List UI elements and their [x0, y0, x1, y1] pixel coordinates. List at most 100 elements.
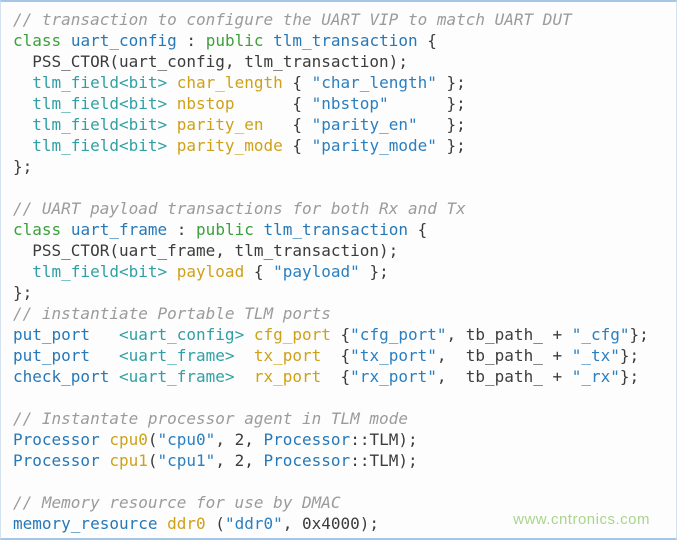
- code-token: [13, 136, 32, 155]
- code-token: class: [13, 31, 62, 50]
- code-token: {: [407, 220, 428, 239]
- code-token: tlm_field<bit>: [32, 94, 168, 113]
- code-token: "ddr0": [224, 514, 283, 533]
- code-token: tlm_field<bit>: [32, 262, 168, 281]
- code-line: memory_resource ddr0 ("ddr0", 0x4000);: [13, 513, 676, 534]
- code-token: // Memory resource for use by DMAC: [13, 493, 341, 512]
- code-token: [13, 73, 32, 92]
- code-token: char_length: [176, 73, 283, 92]
- code-token: [263, 31, 273, 50]
- code-token: {: [282, 73, 312, 92]
- code-token: "cpu0": [157, 430, 216, 449]
- code-token: {: [417, 31, 437, 50]
- code-token: uart_frame: [70, 220, 168, 239]
- code-token: };: [436, 136, 466, 155]
- code-token: {: [244, 262, 274, 281]
- code-token: , tb_path_ +: [446, 325, 572, 344]
- code-token: , 0x4000);: [282, 514, 380, 533]
- code-token: "_rx": [571, 367, 620, 386]
- code-line: [13, 387, 676, 408]
- code-token: };: [417, 115, 466, 134]
- code-token: Processor: [13, 451, 100, 470]
- code-token: "parity_mode": [311, 136, 437, 155]
- code-token: // Instantate processor agent in TLM mod…: [13, 409, 408, 428]
- code-token: {: [263, 115, 312, 134]
- code-line: // Memory resource for use by DMAC: [13, 492, 676, 513]
- code-token: [90, 325, 119, 344]
- code-line: class uart_frame : public tlm_transactio…: [13, 219, 676, 240]
- code-token: "cfg_port": [350, 325, 447, 344]
- code-line: put_port <uart_frame> tx_port {"tx_port"…: [13, 345, 676, 366]
- code-token: <uart_config>: [118, 325, 245, 344]
- code-token: memory_resource: [13, 514, 158, 533]
- code-token: PSS_CTOR(uart_config, tlm_transaction);: [13, 52, 408, 71]
- code-token: :: [167, 220, 197, 239]
- code-token: , tb_path_ +: [436, 367, 572, 386]
- code-token: Processor: [263, 430, 351, 449]
- code-token: tlm_transaction: [263, 220, 408, 239]
- code-token: check_port: [13, 367, 110, 386]
- code-token: };: [629, 325, 649, 344]
- code-token: ::TLM);: [350, 451, 418, 470]
- code-token: [61, 31, 71, 50]
- code-token: "cpu1": [157, 451, 216, 470]
- code-token: <uart_frame>: [118, 346, 235, 365]
- code-token: [90, 346, 119, 365]
- code-token: "payload": [273, 262, 360, 281]
- code-line: PSS_CTOR(uart_config, tlm_transaction);: [13, 51, 676, 72]
- code-token: [244, 325, 254, 344]
- code-token: "tx_port": [350, 346, 437, 365]
- code-line: };: [13, 282, 676, 303]
- code-token: [167, 115, 177, 134]
- code-token: {: [321, 346, 351, 365]
- code-token: };: [388, 94, 466, 113]
- code-token: [235, 367, 254, 386]
- code-token: "nbstop": [311, 94, 389, 113]
- code-token: public: [196, 220, 254, 239]
- code-line: // transaction to configure the UART VIP…: [13, 9, 676, 30]
- code-token: ::TLM);: [350, 430, 418, 449]
- code-token: public: [205, 31, 264, 50]
- code-line: class uart_config : public tlm_transacti…: [13, 30, 676, 51]
- code-token: [235, 346, 254, 365]
- code-token: tlm_field<bit>: [32, 115, 168, 134]
- code-token: parity_en: [176, 115, 264, 134]
- code-token: // transaction to configure the UART VIP…: [13, 10, 572, 29]
- code-token: cfg_port: [253, 325, 331, 344]
- code-token: parity_mode: [176, 136, 283, 155]
- code-line: tlm_field<bit> nbstop { "nbstop" };: [13, 93, 676, 114]
- code-token: [109, 367, 119, 386]
- code-token: {: [321, 367, 351, 386]
- code-line: tlm_field<bit> parity_mode { "parity_mod…: [13, 135, 676, 156]
- code-token: PSS_CTOR(uart_frame, tlm_transaction);: [13, 241, 399, 260]
- code-token: , tb_path_ +: [436, 346, 572, 365]
- code-token: (: [147, 430, 158, 449]
- code-line: check_port <uart_frame> rx_port {"rx_por…: [13, 366, 676, 387]
- code-token: // UART payload transactions for both Rx…: [13, 199, 466, 218]
- code-token: {: [234, 94, 312, 113]
- code-token: tlm_field<bit>: [32, 73, 168, 92]
- code-token: tlm_field<bit>: [32, 136, 168, 155]
- code-token: Processor: [13, 430, 100, 449]
- code-token: <uart_frame>: [118, 367, 235, 386]
- code-token: cpu0: [109, 430, 148, 449]
- code-token: [167, 136, 177, 155]
- code-token: "char_length": [311, 73, 437, 92]
- code-token: };: [436, 73, 466, 92]
- code-line: put_port <uart_config> cfg_port {"cfg_po…: [13, 324, 676, 345]
- code-line: };: [13, 156, 676, 177]
- code-token: rx_port: [253, 367, 322, 386]
- code-token: };: [359, 262, 389, 281]
- code-token: [61, 220, 71, 239]
- code-token: nbstop: [176, 94, 235, 113]
- code-token: [13, 262, 32, 281]
- code-token: [100, 451, 110, 470]
- code-line: // Instantate processor agent in TLM mod…: [13, 408, 676, 429]
- code-token: uart_config: [70, 31, 177, 50]
- code-line: [13, 177, 676, 198]
- code-token: payload: [176, 262, 245, 281]
- code-token: "_cfg": [571, 325, 630, 344]
- code-token: // instantiate Portable TLM ports: [13, 304, 331, 323]
- code-token: tlm_transaction: [273, 31, 418, 50]
